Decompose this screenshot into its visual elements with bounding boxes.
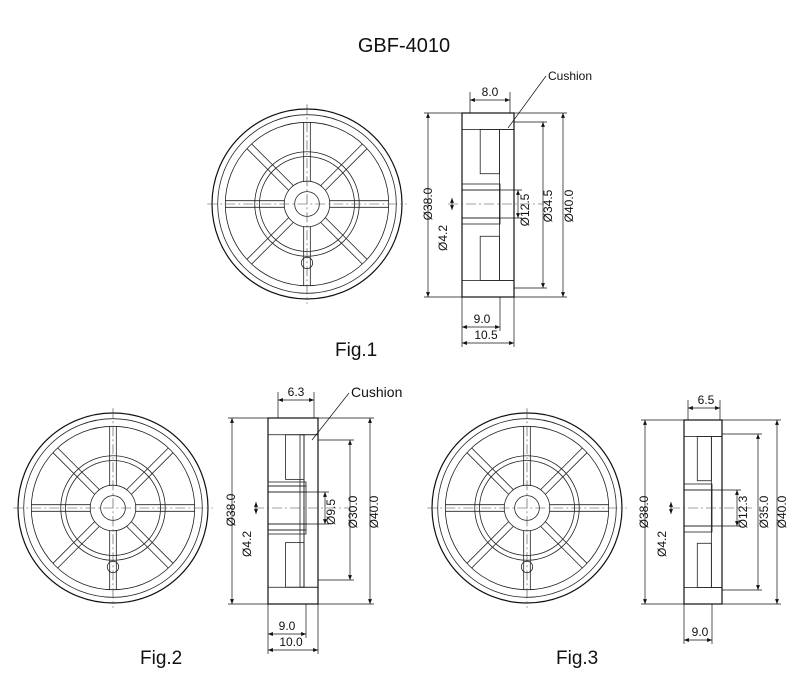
section-outline xyxy=(683,419,723,605)
fig2-dim-mid: Ø30.0 xyxy=(346,495,360,528)
wheel-spoke-edge xyxy=(131,452,174,495)
fig3-caption: Fig.3 xyxy=(556,648,598,669)
section-outline xyxy=(461,112,515,298)
section-rim-flange xyxy=(683,587,723,605)
fig3-dim-small-hole: Ø4.2 xyxy=(655,531,669,557)
fig1-dim-small-hole: Ø4.2 xyxy=(436,225,450,251)
wheel-spoke-edge xyxy=(57,447,100,490)
section-step-lower xyxy=(696,542,712,588)
wheel-spoke-edge xyxy=(246,217,289,260)
fig1-cushion-label: Cushion xyxy=(548,69,592,83)
fig1-front-view xyxy=(207,104,407,304)
fig1-dim-bottom-outer: 10.5 xyxy=(474,328,498,342)
fig1-dim-mid: Ø34.5 xyxy=(541,189,555,222)
fig3-dim-outer: Ø40.0 xyxy=(775,495,789,528)
fig3-dim-bore: Ø12.3 xyxy=(736,495,750,528)
fig2-dim-outer: Ø40.0 xyxy=(367,495,381,528)
fig2-dim-bottom-outer: 10.0 xyxy=(279,635,303,649)
wheel-spoke-edge xyxy=(251,222,294,265)
wheel-spoke-edge xyxy=(131,521,174,564)
section-step-upper xyxy=(696,436,712,482)
wheel-spoke-edge xyxy=(325,148,368,191)
fig3-dim-outer-left: Ø38.0 xyxy=(637,495,651,528)
fig2-cushion-leader xyxy=(311,392,350,441)
fig1-dim-outer: Ø40.0 xyxy=(562,189,576,222)
fig2-dim-top-width: 6.3 xyxy=(288,385,305,399)
section-cushion-hub-upper xyxy=(267,481,307,487)
section-outline xyxy=(267,417,319,605)
wheel-small-hole xyxy=(300,256,314,269)
section-rim-flange xyxy=(683,419,723,437)
fig2-dim-bore: Ø9.5 xyxy=(324,499,338,525)
wheel-small-hole xyxy=(520,560,534,574)
section-step-lower xyxy=(285,542,305,588)
wheel-spoke-edge xyxy=(320,143,363,186)
section-rim-flange xyxy=(461,280,515,298)
section-cushion xyxy=(299,434,305,588)
wheel-spoke-edge xyxy=(52,521,95,564)
wheel-spoke-edge xyxy=(540,447,583,490)
section-hub-upper xyxy=(461,183,501,191)
fig2-section-view xyxy=(228,392,374,654)
section-web xyxy=(710,436,723,588)
wheel-spoke-edge xyxy=(471,447,514,490)
fig1-cushion-leader xyxy=(507,75,547,129)
fig1-caption: Fig.1 xyxy=(335,340,377,361)
fig1-dim-bore: Ø12.5 xyxy=(518,193,532,226)
wheel-spoke-edge xyxy=(545,452,588,495)
wheel-spoke-edge xyxy=(325,217,368,260)
fig1-dim-bottom-inner: 9.0 xyxy=(474,312,491,326)
section-step-upper xyxy=(479,129,500,175)
section-hub-lower xyxy=(683,525,713,533)
wheel-spoke-edge xyxy=(52,452,95,495)
section-rim-flange xyxy=(461,112,515,130)
fig2-cushion-label: Cushion xyxy=(351,384,402,400)
drawing-title: GBF-4010 xyxy=(358,35,450,57)
fig2-front-view xyxy=(13,408,213,608)
fig3-section-view xyxy=(641,400,781,644)
fig3-dim-mid: Ø35.0 xyxy=(757,495,771,528)
fig3-dim-bottom-inner: 9.0 xyxy=(692,625,709,639)
wheel-spoke-edge xyxy=(540,526,583,569)
wheel-spoke-edge xyxy=(466,521,509,564)
section-hub-lower xyxy=(461,217,501,225)
wheel-spoke-edge xyxy=(545,521,588,564)
wheel-spoke-edge xyxy=(320,222,363,265)
wheel-small-hole xyxy=(106,560,120,574)
fig1-section-view xyxy=(424,75,567,347)
wheel-spoke-edge xyxy=(251,143,294,186)
wheel-spoke-edge xyxy=(57,526,100,569)
fig3-front-view xyxy=(427,408,627,608)
wheel-spoke-edge xyxy=(466,452,509,495)
section-cushion-hub-lower xyxy=(267,529,307,535)
section-rim-flange xyxy=(267,586,319,605)
section-web xyxy=(499,129,515,281)
wheel-spoke-edge xyxy=(126,447,169,490)
section-rim-flange xyxy=(267,417,319,436)
section-hub-upper xyxy=(683,483,713,491)
section-step-lower xyxy=(479,235,500,281)
wheel-spoke-edge xyxy=(246,148,289,191)
fig3-dim-top-width: 6.5 xyxy=(698,393,715,407)
fig1-dim-top-width: 8.0 xyxy=(482,85,499,99)
fig1-dim-outer-left: Ø38.0 xyxy=(421,187,435,220)
section-step-upper xyxy=(285,434,305,480)
fig2-dim-small-hole: Ø4.2 xyxy=(240,531,254,557)
wheel-spoke-edge xyxy=(126,526,169,569)
wheel-spoke-edge xyxy=(471,526,514,569)
fig2-caption: Fig.2 xyxy=(140,648,182,669)
fig2-dim-bottom-inner: 9.0 xyxy=(279,619,296,633)
fig2-dim-outer-left: Ø38.0 xyxy=(224,493,238,526)
